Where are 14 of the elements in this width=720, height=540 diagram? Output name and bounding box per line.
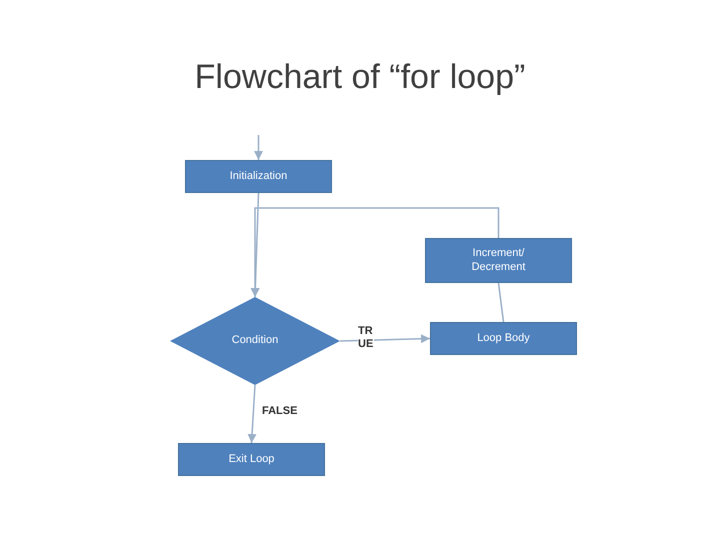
node-label: Increment/ Decrement [470, 247, 526, 274]
process-box [178, 443, 325, 476]
node-label: Exit Loop [228, 452, 274, 466]
arrow [248, 384, 257, 444]
process-box [185, 160, 332, 193]
node-label: Initialization [230, 170, 288, 184]
node-label: Loop Body [477, 332, 530, 346]
decision-diamond [170, 297, 340, 385]
process-box [425, 238, 572, 283]
arrow [254, 135, 263, 160]
node-label: Condition [232, 334, 278, 348]
arrow [250, 207, 500, 297]
process-box [430, 322, 577, 355]
diagram-title: Flowchart of “for loop” [194, 58, 526, 97]
